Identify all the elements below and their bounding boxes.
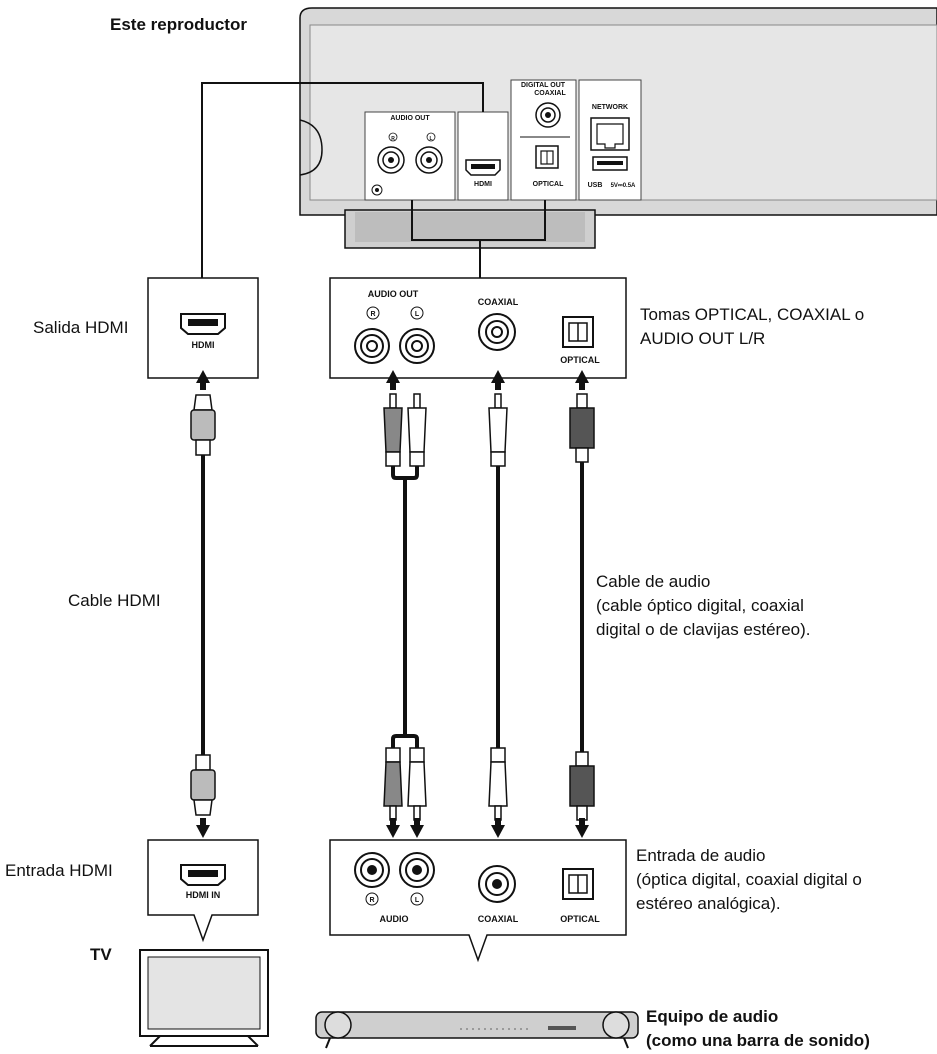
callout-in-rca-r-jack [354, 852, 390, 888]
r-marker-icon [366, 306, 380, 320]
player-coaxial-jack [535, 102, 561, 128]
r-marker-icon [388, 132, 398, 142]
callout-optical-label: OPTICAL [560, 355, 600, 365]
player-usb-label: USB [588, 182, 603, 189]
player-r-label: R [391, 136, 395, 142]
l-marker-icon [410, 892, 424, 906]
equipment-label-line2: (como una barra de sonido) [646, 1031, 870, 1050]
hdmi-in-box [147, 839, 259, 943]
callout-in-audio-label: AUDIO [380, 914, 409, 924]
player-title: Este reproductor [110, 15, 247, 34]
callout-l-label: L [415, 311, 420, 318]
jacks-label-line1: Tomas OPTICAL, COAXIAL o [640, 305, 864, 324]
arrows-down [196, 818, 589, 838]
callout-in-rca-l-jack [399, 852, 435, 888]
usb-port-icon [592, 156, 628, 171]
callout-optical-port-icon [562, 316, 594, 348]
hdmi-cable [190, 394, 216, 816]
callout-in-l-label: L [415, 897, 420, 904]
callout-in-optical-port-icon [562, 868, 594, 900]
player-digital-out-panel [510, 79, 577, 201]
player-rca-l-jack [415, 146, 443, 174]
callout-in-coaxial-jack [478, 865, 516, 903]
callout-rca-l-jack [399, 328, 435, 364]
stereo-rca-cable [383, 393, 427, 821]
player-ground-icon [371, 184, 383, 196]
player-hdmi-label: HDMI [474, 181, 492, 188]
audio-cable-label-line3: digital o de clavijas estéreo). [596, 620, 811, 639]
player-rca-r-jack [377, 146, 405, 174]
player-audio-out-label: AUDIO OUT [390, 115, 430, 122]
r-marker-icon [365, 892, 379, 906]
audio-cable-label-line1: Cable de audio [596, 572, 710, 591]
network-port-icon [590, 117, 630, 151]
hdmi-out-port-icon [180, 313, 226, 335]
callout-r-label: R [370, 311, 375, 318]
arrows-up [196, 370, 589, 390]
hdmi-cable-label: Cable HDMI [68, 591, 161, 610]
jacks-label-line2: AUDIO OUT L/R [640, 329, 765, 348]
callout-rca-r-jack [354, 328, 390, 364]
hdmi-in-port-icon [180, 864, 226, 886]
tv-label: TV [90, 945, 112, 964]
player-optical-label: OPTICAL [533, 181, 564, 188]
player-optical-port-icon [535, 145, 559, 169]
callout-in-r-label: R [369, 897, 374, 904]
audio-cable-label-line2: (cable óptico digital, coaxial [596, 596, 804, 615]
soundbar-icon [315, 1011, 639, 1049]
callout-coaxial-jack [478, 313, 516, 351]
player-hdmi-port-icon [465, 159, 501, 176]
audio-in-label-line2: (óptica digital, coaxial digital o [636, 870, 862, 889]
player-l-label: L [429, 136, 432, 142]
hdmi-in-label: Entrada HDMI [5, 861, 113, 880]
hdmi-out-port-label: HDMI [192, 340, 215, 350]
optical-cable [569, 393, 595, 821]
audio-in-label-line1: Entrada de audio [636, 846, 766, 865]
callout-in-optical-label: OPTICAL [560, 914, 600, 924]
audio-output-bracket [411, 200, 546, 241]
hdmi-out-label: Salida HDMI [33, 318, 128, 337]
callout-in-coaxial-label: COAXIAL [478, 914, 519, 924]
player-usb-rating: 5V⎓0.5A [611, 183, 636, 189]
callout-audio-out-label: AUDIO OUT [368, 289, 419, 299]
tv-icon [139, 949, 269, 1047]
equipment-label-line1: Equipo de audio [646, 1007, 778, 1026]
player-network-label: NETWORK [592, 104, 628, 111]
player-digital-out-label: DIGITAL OUT [521, 82, 566, 89]
coaxial-cable [488, 393, 508, 821]
l-marker-icon [426, 132, 436, 142]
audio-in-label-line3: estéreo analógica). [636, 894, 781, 913]
l-marker-icon [410, 306, 424, 320]
hdmi-in-port-label: HDMI IN [186, 890, 221, 900]
player-coaxial-label: COAXIAL [534, 90, 566, 97]
callout-coaxial-label: COAXIAL [478, 297, 519, 307]
hdmi-output-line [201, 82, 484, 278]
